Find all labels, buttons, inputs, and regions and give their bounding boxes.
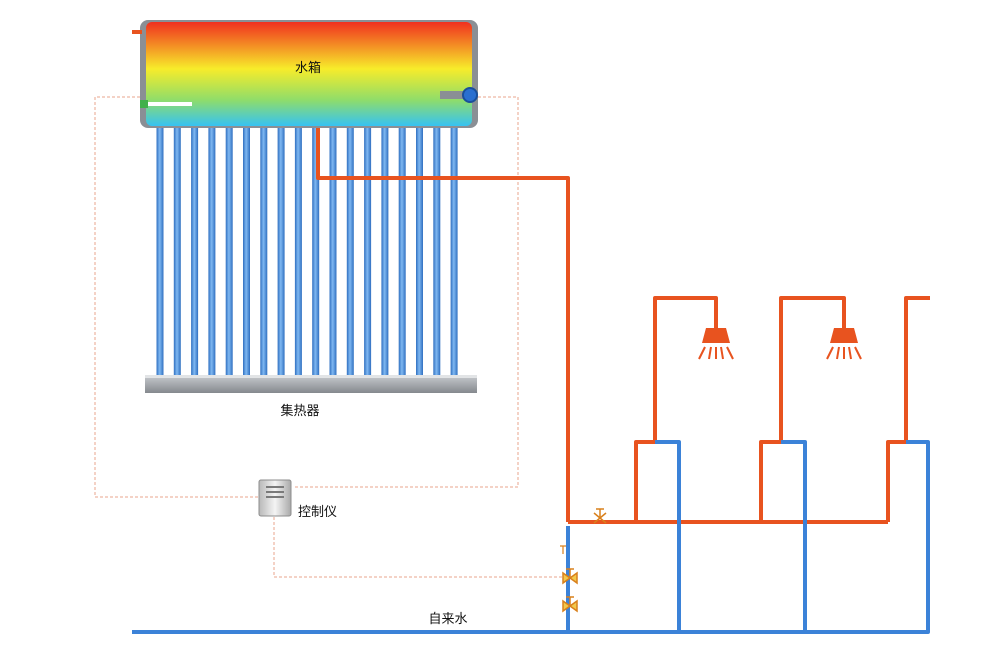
check-valve-icon [560, 545, 566, 554]
vacuum-tube [294, 122, 302, 378]
tank-sensor-cap [140, 100, 148, 108]
collector-label: 集热器 [280, 403, 319, 419]
vacuum-tube [173, 122, 181, 378]
collector-tubes [156, 122, 458, 378]
vacuum-tube [364, 122, 372, 378]
vacuum-tube [450, 122, 458, 378]
valve-hot-icon [593, 508, 607, 524]
valve-inlet-icon [562, 596, 578, 613]
controller-label: 控制仪 [298, 505, 337, 520]
tank-inlet-stub [132, 30, 142, 34]
riser-3 [904, 296, 930, 442]
control-wires [94, 96, 563, 578]
vacuum-tube [277, 122, 285, 378]
shower-head-2 [826, 328, 862, 360]
tank-sensor-probe [144, 102, 192, 106]
collector-manifold [145, 375, 477, 393]
tap-water-label: 自来水 [428, 612, 467, 627]
vacuum-tube [381, 122, 389, 378]
vacuum-tube [191, 122, 199, 378]
water-tank: 水箱 [132, 20, 478, 128]
shower-head-1 [698, 328, 734, 360]
vacuum-tube [329, 122, 337, 378]
vacuum-tube [433, 122, 441, 378]
controller-box [258, 479, 292, 517]
hot-loop-3 [886, 440, 922, 522]
vacuum-tube [416, 122, 423, 378]
vacuum-tube [398, 122, 406, 378]
vacuum-tube [243, 122, 250, 378]
valve-mixing-icon [562, 568, 578, 585]
hot-loop-1 [634, 440, 668, 522]
sensor-wire-left [94, 96, 258, 498]
shower-riser-2 [779, 296, 846, 442]
heater-rod [440, 91, 466, 99]
shower-riser-1 [653, 296, 718, 442]
cold-water-pipes [132, 440, 930, 634]
tank-label: 水箱 [295, 60, 321, 76]
heater-element-icon [462, 87, 478, 103]
vacuum-tube [156, 122, 164, 378]
tap-water-main [132, 440, 930, 634]
cold-drop-2 [781, 440, 807, 632]
cold-drop-1 [655, 440, 681, 632]
vacuum-tube [346, 122, 354, 378]
vacuum-tube [225, 122, 233, 378]
vacuum-tube [260, 122, 268, 378]
valve-wire [273, 517, 563, 578]
hot-water-pipes [316, 128, 930, 524]
hot-loop-2 [759, 440, 794, 522]
vacuum-tube [208, 122, 216, 378]
sensor-wire-right [294, 96, 519, 488]
tank-outlet-pipe [316, 128, 570, 522]
vacuum-tube [312, 122, 320, 378]
